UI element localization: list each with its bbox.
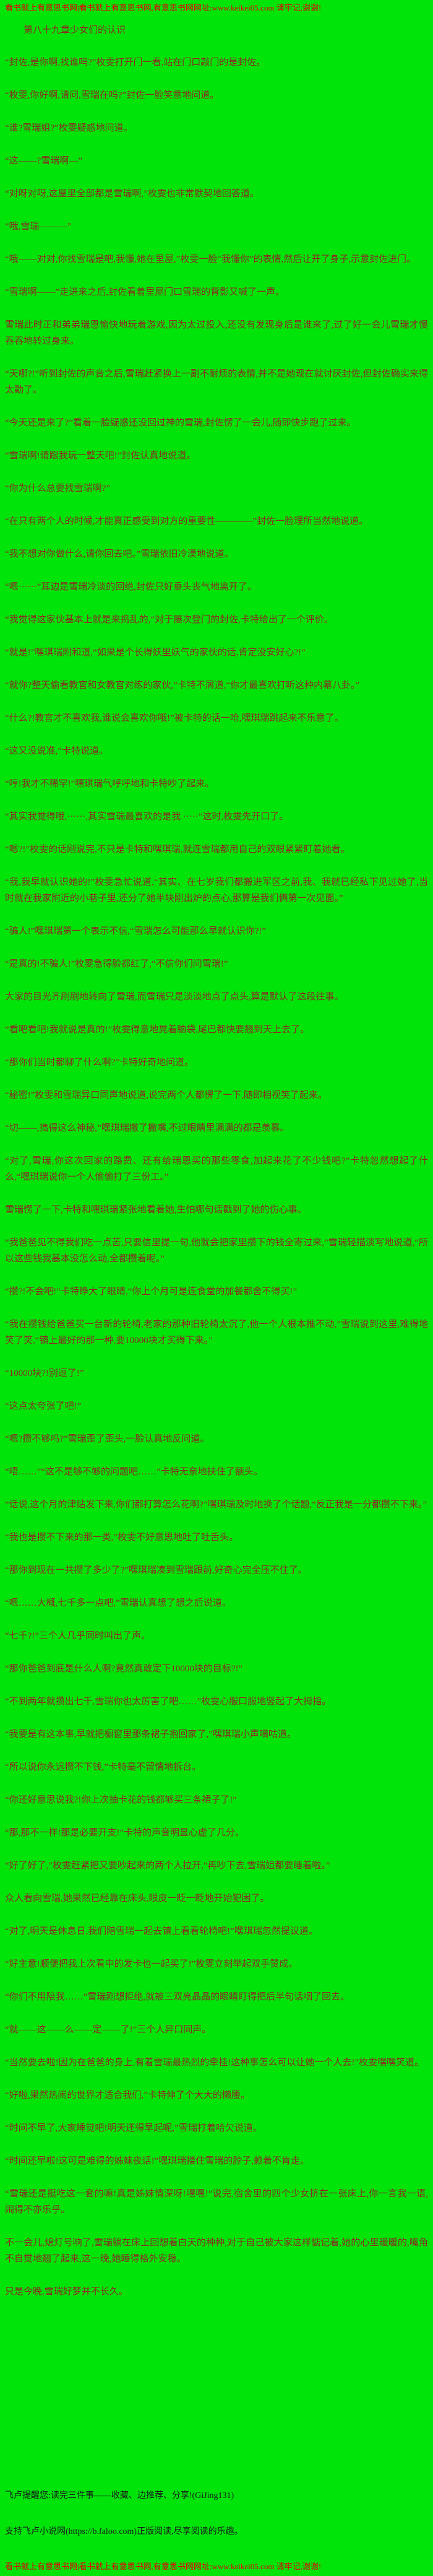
paragraph: 大家的目光齐刷刷地转向了雪瑞,而雪瑞只是淡淡地点了点头,算是默认了这段往事。 [5,992,344,1002]
paragraph: “嗯……大概,七千多一点吧,”雪瑞认真想了想之后说道。 [5,1598,231,1608]
paragraph: 雪瑞此时正和弟弟瑞恩愉快地玩着游戏,因为太过投入,还没有发现身后是谁来了,过了好… [5,320,428,346]
paragraph: “就——这——么——定——了!”三个人异口同声。 [5,2025,212,2035]
paragraph: “好了好了,”枚雯赶紧把又要吵起来的两个人拉开,“再吵下去,雪瑞姐都要睡着啦。” [5,1861,330,1871]
paragraph: “天哪?!”听到封佐的声音之后,雪瑞赶紧换上一副不耐烦的表情,并不是她现在就讨厌… [5,369,428,395]
paragraph: “话说,这个月的津贴发下来,你们都打算怎么花啊?”嘿琪瑞及时地换了个话题,“反正… [5,1500,427,1510]
paragraph: “雪瑞啊!请跟我玩一整天吧!”封佐认真地说道。 [5,451,196,461]
source-site-line: 支持飞卢小说网(https://b.faloo.com)正版阅读,尽享阅读的乐趣… [5,2527,243,2536]
paragraph: “我不想对你做什么,请你回去吧。”雪瑞依旧冷漠地说道。 [5,549,234,559]
paragraph: “我,我早就认识她的!”枚雯急忙说道,“其实、在七岁我们都搬进军区之前,我、我就… [5,877,428,903]
paragraph: “不到两年就攒出七千,雪瑞你也太厉害了吧……”枚雯心服口服地竖起了大拇指。 [5,1697,332,1707]
paragraph: 只是今晚,雪瑞好梦并不长久。 [5,2287,128,2297]
paragraph: “那你们当时都聊了什么啊?”卡特好奇地问道。 [5,1058,194,1068]
paragraph: “这点太夸张了吧!” [5,1401,82,1411]
paragraph: “你还好意思说我?!你上次抽卡花的钱都够买三条裙子了!” [5,1795,237,1805]
paragraph: “雪瑞还是挺吃这一套的嘛!真是姊妹情深呀!嘿嘿!”说完,宿舍里的四个少女挤在一张… [5,2189,428,2215]
paragraph: “唔……”“这不是够不够的问题吧……”卡特无奈地扶住了额头。 [5,1467,263,1477]
paragraph: “对了,明天是休息日,我们陪雪瑞一起去镇上看看轮椅吧!”嘿琪瑞忽然提议道。 [5,1926,318,1936]
paragraph: “当然要去啦!因为在爸爸的身上,有着雪瑞最热烈的牵挂!这种事怎么可以让她一个人去… [5,2058,424,2068]
paragraph: 众人看向雪瑞,她果然已经靠在床头,眼皮一眨一眨地开始犯困了。 [5,1894,270,1904]
paragraph: “嗯······”耳边是雪瑞冷淡的回绝,封佐只好垂头丧气地离开了。 [5,582,257,592]
paragraph: “哦——对对,你找雪瑞是吧,我懂,她在里屋,”枚雯一脸“我懂你”的表情,然后让开… [5,255,416,264]
paragraph: “这又没说准,”卡特说道。 [5,746,109,756]
paragraph: “今天还是来了?”看着一脸疑惑还没回过神的雪瑞,封佐愣了一会儿,随即快步跑了过来… [5,418,356,428]
paragraph: “我也是攒不下来的那一类,”枚雯不好意思地吐了吐舌头。 [5,1533,239,1543]
paragraph: “好啦,果然热闹的世界才适合我们,”卡特伸了个大大的懒腰。 [5,2091,250,2100]
paragraph: “对呀对呀,这屋里全部都是雪瑞啊,”枚雯也非常默契地回答道。 [5,189,259,199]
paragraph: “那你到现在一共攒了多少了?”嘿琪瑞凑到雪瑞跟前,好奇心完全压不住了。 [5,1565,307,1575]
paragraph: “这——?雪瑞啊—” [5,156,82,166]
paragraph: “嗯?!”枚雯的话刚说完,不只是卡特和嘿琪瑞,就连雪瑞都用自己的双眼紧紧盯着她看… [5,845,350,855]
chapter-title: 第八十九章少女们的认识 [24,25,126,35]
paragraph: 雪瑞愣了一下,卡特和嘿琪瑞紧张地看着她,生怕哪句话戳到了她的伤心事。 [5,1205,307,1215]
paragraph: “哼!我才不稀罕!”嘿琪瑞气呼呼地和卡特吵了起来。 [5,779,215,789]
paragraph: “攒?!不会吧!”卡特睁大了眼睛,“你上个月可是连食堂的加餐都舍不得买!” [5,1287,298,1297]
paragraph: “七千?!”三个人几乎同时叫出了声。 [5,1631,150,1641]
site-watermark-top: 看书就上有意思书网|看书就上有意思书网,有意思书网网址:www.keikei05… [5,3,322,12]
paragraph: “我爸爸见不得我们吃一点苦,只要信里提一句,他就会把家里攒下的钱全寄过来,”雪瑞… [5,1238,428,1264]
paragraph: “我觉得这家伙基本上就是来捣乱的,”对于屡次登门的封佐,卡特给出了一个评价。 [5,615,333,625]
promo-line: 飞卢提醒您:读完三件事——收藏、边推荐、分享!(GiJing131) [5,2491,234,2500]
paragraph: “时间不早了,大家睡觉吧!明天还得早起呢,”雪瑞打着哈欠说道。 [5,2123,262,2133]
paragraph: “什么?!教官才不喜欢我,谁说会喜欢你哦!”被卡特的话一呛,嘿琪瑞跳起来不乐意了… [5,713,344,723]
paragraph: “封佐,是你啊,找谁吗?”枚雯打开门一看,站在门口敲门的是封佐。 [5,58,266,67]
paragraph: “嗯?攒不够吗?”雪瑞歪了歪头,一脸认真地反问道。 [5,1434,210,1444]
paragraph: “对了,雪瑞,你这次回家的路费、还有给瑞恩买的那些零食,加起来花了不少钱吧?”卡… [5,1156,428,1182]
site-watermark-bottom: 看书就上有意思书网|看书就上有意思书网,有意思书网网址:www.keikei05… [5,2562,322,2571]
paragraph: “其实我觉得哦,······,其实雪瑞最喜欢的是我 ·····”这时,枚雯先开口… [5,812,289,822]
page-footer: 飞卢提醒您:读完三件事——收藏、边推荐、分享!(GiJing131) 支持飞卢小… [5,2489,428,2572]
paragraph: “骗人!”嘿琪瑞第一个表示不信,“雪瑞怎么可能那么早就认识你?!” [5,926,267,936]
paragraph: “哦,雪瑞———” [5,222,72,232]
paragraph: “秘密!”枚雯和雪瑞异口同声地说道,说完两个人都愣了一下,随即相视笑了起来。 [5,1090,327,1100]
paragraph: “那你爸爸到底是什么人啊?竟然真敢定下10000块的目标?!” [5,1664,243,1674]
paragraph: “就你?整天偷看教官和女教官对练的家伙,”卡特不屑道,“你才最喜欢打听这种内幕八… [5,681,360,690]
paragraph: “你为什么总要找雪瑞啊?” [5,484,110,494]
paragraph: 不一会儿,熄灯号响了,雪瑞躺在床上回想着白天的种种,对于自己被大家这样惦记着,她… [5,2238,428,2264]
paragraph: “切——,搞得这么神秘,”嘿琪瑞撇了撇嘴,不过眼睛里满满的都是羡慕。 [5,1123,289,1133]
paragraph: “好主意!顺便把我上次看中的发卡也一起买了!”枚雯立刻举起双手赞成。 [5,1959,298,1969]
paragraph: “在只有两个人的时候,才能真正感受到对方的重要性————”封佐一脸理所当然地说道… [5,516,369,526]
paragraph: “你们不用陪我……”雪瑞刚想拒绝,就被三双亮晶晶的眼睛盯得把后半句话咽了回去。 [5,1992,350,2002]
paragraph: “那,那不一样!那是必要开支!”卡特的声音明显心虚了几分。 [5,1828,245,1838]
paragraph: “所以说你永远攒不下钱,”卡特毫不留情地拆台。 [5,1762,202,1772]
paragraph: “我要是有这本事,早就把橱窗里那条裙子抱回家了,”嘿琪瑞小声嘀咕道。 [5,1730,296,1739]
paragraph: “10000块?!别逗了!” [5,1368,84,1378]
paragraph: “时间还早啦!这可是难得的姊妹夜话!”嘿琪瑞搂住雪瑞的脖子,赖着不肯走。 [5,2156,310,2166]
paragraph: “枚雯,你好啊,请问,雪瑞在吗?”封佐一脸笑意地问道。 [5,90,220,100]
paragraph: “谁?雪瑞姐?”枚雯疑惑地问道。 [5,123,133,133]
paragraph: “我在攒钱给爸爸买一台新的轮椅,老家的那种旧轮椅太沉了,他一个人根本推不动,”雪… [5,1320,428,1346]
paragraph: “雪瑞啊——”走进来之后,封佐看着里屋门口雪瑞的背影又喊了一声。 [5,287,285,297]
paragraph: “就是!”嘿琪瑞附和道,“如果是个长得妖里妖气的家伙的话,肯定没安好心?!” [5,648,306,658]
novel-content: “封佐,是你啊,找谁吗?”枚雯打开门一看,站在门口敲门的是封佐。 “枚雯,你好啊,… [5,54,428,2317]
paragraph: “看吧看吧!我就说是真的!”枚雯得意地晃着脑袋,尾巴都快要翘到天上去了。 [5,1025,310,1035]
paragraph: “是真的!不骗人!”枚雯急得脸都红了,“不信你们问雪瑞!” [5,959,228,969]
